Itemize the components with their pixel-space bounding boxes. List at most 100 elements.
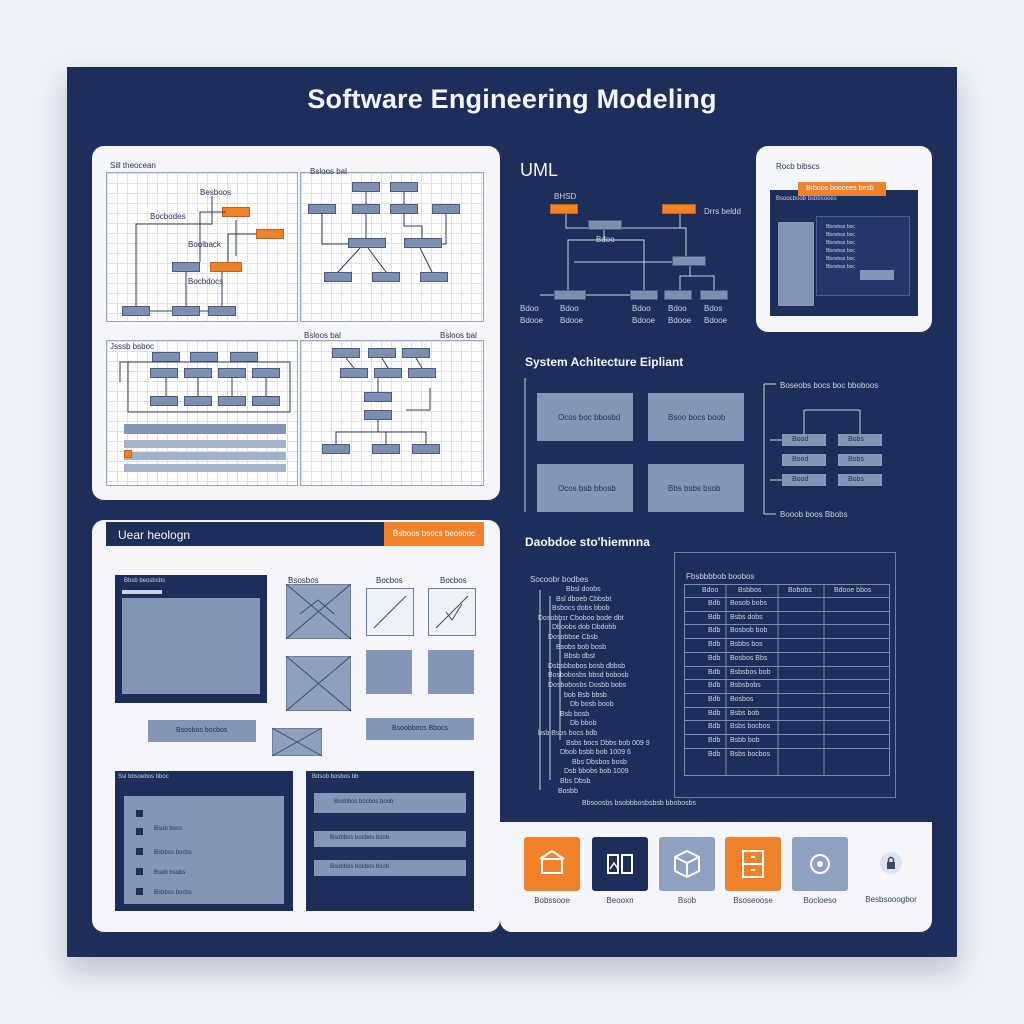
window-menu-item[interactable]: Bbosbso boc xyxy=(826,224,855,230)
window-menu-item[interactable]: Bbosbso boc xyxy=(826,248,855,254)
flow-node xyxy=(252,368,280,378)
architecture-side-bottom: Booob boos Bbobs xyxy=(780,510,848,519)
ui-list-item[interactable]: Bsbbos bocbs xyxy=(154,890,192,896)
table-cell: Bdb xyxy=(708,695,721,703)
flow-node xyxy=(404,238,442,248)
architecture-box xyxy=(648,393,744,441)
tool-label: Bobssooe xyxy=(534,896,570,905)
table-cell: Bsbs bocbos xyxy=(730,723,771,731)
tool-label: Bsob xyxy=(677,896,697,905)
window-menu-item[interactable]: Bbosbso boc xyxy=(826,264,855,270)
tool-tile[interactable] xyxy=(592,837,648,891)
lock-icon[interactable] xyxy=(880,852,902,874)
table-cell: Bosbos xyxy=(730,695,754,703)
architecture-box-label: Ocos bsb bbosb xyxy=(558,484,616,493)
uml-label: Bdoo xyxy=(596,235,615,244)
tool-tile[interactable] xyxy=(725,837,781,891)
uml-node xyxy=(700,290,728,300)
architecture-side-label: Bood xyxy=(792,476,809,483)
ui-form-bar[interactable] xyxy=(314,831,466,847)
window-menu-item[interactable]: Bbosbso boc xyxy=(826,256,855,262)
ui-form-bar-label: Bsobbos bocbos bsob xyxy=(330,835,390,841)
table-cell: Bsbs bob xyxy=(730,709,760,717)
wireframe-bar xyxy=(366,718,474,740)
ui-design-button[interactable]: Bsboos bsocs beosboc xyxy=(384,522,484,546)
database-tree-line: Dboobs dob Dbdobb xyxy=(552,624,617,632)
architecture-side-node xyxy=(838,474,882,486)
architecture-box-label: Bsoo bocs boob xyxy=(668,413,726,422)
ui-form-bar[interactable] xyxy=(314,860,466,876)
flow-node xyxy=(352,204,380,214)
uml-node xyxy=(630,290,658,300)
flow-node xyxy=(412,444,440,454)
uml-bottom-label: Bdooe xyxy=(560,316,584,325)
flow-node xyxy=(218,396,246,406)
database-tree-title: Socoobr bodbes xyxy=(530,575,589,584)
flow-node xyxy=(230,352,258,362)
flow-node xyxy=(218,368,246,378)
tool-label: Bocloeso xyxy=(803,896,837,905)
table-row-divider xyxy=(684,706,890,708)
tool-label: Besbsooogbor xyxy=(865,895,917,904)
ui-list-item[interactable]: Bsob bocs xyxy=(154,826,183,832)
table-cell: Bdb xyxy=(708,709,721,717)
architecture-side-node xyxy=(782,474,826,486)
flow-node xyxy=(374,368,402,378)
flow-node xyxy=(184,368,212,378)
database-tree-line: Bbs Dbsb xyxy=(560,778,591,785)
ui-form-title: Bdsob bosbos bb xyxy=(312,774,359,780)
table-cell: Bsbbs bos xyxy=(730,641,763,649)
table-row-divider xyxy=(684,597,890,598)
flow-node xyxy=(352,182,380,192)
window-title: Rocb bibscs xyxy=(776,162,820,171)
wireframe-image-placeholder xyxy=(286,584,351,639)
database-tree-line: Bbsl doobs xyxy=(566,586,601,593)
ui-list-item[interactable]: Bsob bsobs xyxy=(154,870,186,876)
table-row-divider xyxy=(684,610,890,612)
table-cell: Bsbsbobs xyxy=(730,682,761,690)
architecture-title: System Achitecture Eipliant xyxy=(525,355,684,369)
architecture-box xyxy=(537,464,633,512)
flowchart-q2-title: Bsloos bal xyxy=(310,167,347,176)
uml-node xyxy=(588,220,622,230)
architecture-side-label: Bood xyxy=(792,456,809,463)
ui-form-bar[interactable] xyxy=(314,793,466,813)
database-tree-line: Bsbs bocs Dbbs bob 009 9 xyxy=(566,739,650,747)
database-tree-line: Bsl dboeb Cbbsbt xyxy=(556,595,612,603)
database-tree-line: Dsbsbbobos bosb dbbsb xyxy=(548,662,626,670)
ui-list-icon xyxy=(136,888,143,895)
table-band xyxy=(124,464,286,472)
uml-bottom-label: Bdos xyxy=(704,304,723,313)
tool-tile[interactable] xyxy=(659,837,715,891)
architecture-box xyxy=(537,393,633,441)
table-cell: Bosbos Bbs xyxy=(730,654,768,662)
architecture-side-label: Bobs xyxy=(848,456,864,463)
tool-tile[interactable] xyxy=(524,837,580,891)
wireframe-bar-label: Bsosbos bocbos xyxy=(176,727,228,734)
window-menu-item[interactable]: Bbosbso boc xyxy=(826,232,855,238)
window-ok-button[interactable] xyxy=(860,270,894,280)
table-row-divider xyxy=(684,679,890,681)
flow-node xyxy=(408,368,436,378)
ui-list-item[interactable]: Bsbbos bocbs xyxy=(154,850,192,856)
flow-node-orange xyxy=(256,229,284,239)
flow-node xyxy=(368,348,396,358)
table-band xyxy=(124,424,286,434)
tool-tile[interactable] xyxy=(792,837,848,891)
ui-label-b: Bocbos xyxy=(376,576,403,585)
window-content xyxy=(816,216,910,296)
database-table-header: Bdooe bbos xyxy=(834,587,872,594)
database-tree-line: Db bosb boob xyxy=(570,701,614,709)
uml-node xyxy=(672,256,706,266)
flowchart-q1-label-4: Bocbdocs xyxy=(188,277,224,286)
flow-node-orange xyxy=(124,450,132,458)
table-cell: Bsbsbos bob xyxy=(730,668,771,676)
uml-node-orange xyxy=(662,204,696,214)
database-tree-line: Db bbob xyxy=(570,720,597,728)
table-row-divider xyxy=(684,624,890,626)
flow-node xyxy=(184,396,212,406)
wireframe-image-placeholder xyxy=(428,588,476,636)
database-title: Daobdoe sto'hiemnna xyxy=(525,535,650,549)
flowchart-q3-title: Bsloos bal xyxy=(304,331,341,340)
window-menu-item[interactable]: Bbosbso boc xyxy=(826,240,855,246)
